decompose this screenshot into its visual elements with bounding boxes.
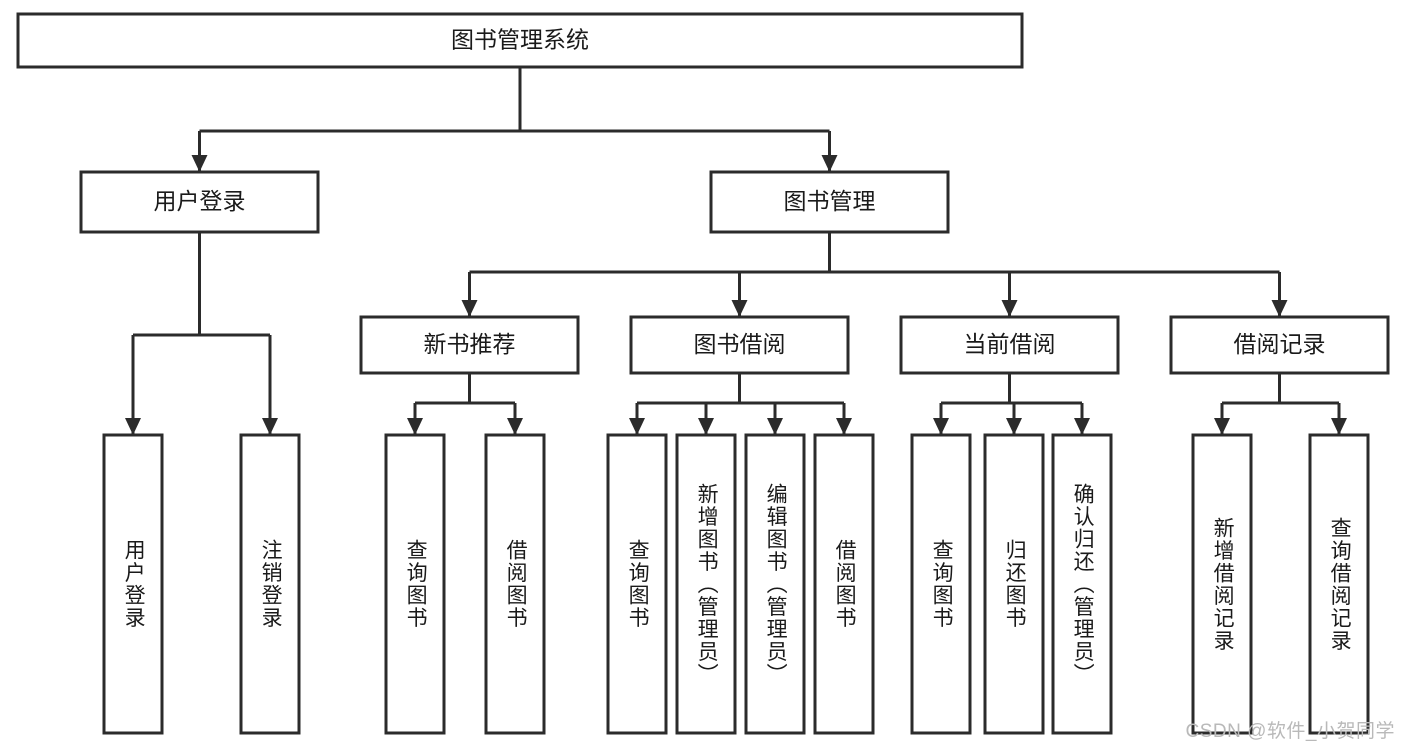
node-box-leaf-edit-book[interactable] bbox=[744, 433, 806, 735]
node-box-leaf-borrow-book-2[interactable] bbox=[813, 433, 875, 735]
arrow-head-icon bbox=[1006, 418, 1022, 435]
node-box-user-login[interactable] bbox=[79, 170, 320, 234]
arrow-head-icon bbox=[821, 155, 838, 172]
node-box-leaf-add-book[interactable] bbox=[675, 433, 737, 735]
arrow-head-icon bbox=[1331, 418, 1347, 435]
node-box-leaf-confirm-return[interactable] bbox=[1051, 433, 1113, 735]
arrow-head-icon bbox=[262, 418, 278, 435]
arrow-head-icon bbox=[836, 418, 852, 435]
arrow-head-icon bbox=[461, 300, 478, 317]
arrow-head-icon bbox=[1271, 300, 1288, 317]
node-label-book-borrow: 图书借阅 bbox=[694, 331, 786, 357]
node-box-leaf-query-record[interactable] bbox=[1308, 433, 1370, 735]
arrow-head-icon bbox=[767, 418, 783, 435]
arrow-head-icon bbox=[191, 155, 208, 172]
node-label-new-book-recommend: 新书推荐 bbox=[424, 331, 516, 357]
arrow-head-icon bbox=[507, 418, 523, 435]
arrow-head-icon bbox=[933, 418, 949, 435]
node-label-book-manage: 图书管理 bbox=[784, 188, 876, 214]
node-box-leaf-user-login[interactable] bbox=[102, 433, 164, 735]
node-box-book-manage[interactable] bbox=[709, 170, 950, 234]
arrow-head-icon bbox=[125, 418, 141, 435]
node-box-leaf-add-record[interactable] bbox=[1191, 433, 1253, 735]
node-label-current-borrow: 当前借阅 bbox=[964, 331, 1056, 357]
arrow-head-icon bbox=[731, 300, 748, 317]
node-box-root[interactable] bbox=[16, 12, 1024, 69]
arrow-head-icon bbox=[1074, 418, 1090, 435]
csdn-watermark: CSDN @软件_小贺同学 bbox=[1185, 721, 1395, 742]
node-label-user-login: 用户登录 bbox=[154, 188, 246, 214]
arrow-head-icon bbox=[698, 418, 714, 435]
connector-layer bbox=[125, 67, 1347, 435]
node-box-layer bbox=[16, 12, 1390, 735]
node-box-leaf-query-book-2[interactable] bbox=[606, 433, 668, 735]
node-box-leaf-borrow-book-1[interactable] bbox=[484, 433, 546, 735]
node-label-borrow-record: 借阅记录 bbox=[1234, 331, 1326, 357]
node-label-root: 图书管理系统 bbox=[451, 27, 589, 53]
node-box-leaf-return-book[interactable] bbox=[983, 433, 1045, 735]
node-box-leaf-query-book-1[interactable] bbox=[384, 433, 446, 735]
node-box-leaf-user-logout[interactable] bbox=[239, 433, 301, 735]
node-box-book-borrow[interactable] bbox=[629, 315, 850, 375]
arrow-head-icon bbox=[629, 418, 645, 435]
arrow-head-icon bbox=[1214, 418, 1230, 435]
arrow-head-icon bbox=[1001, 300, 1018, 317]
node-box-new-book-recommend[interactable] bbox=[359, 315, 580, 375]
node-box-leaf-query-book-3[interactable] bbox=[910, 433, 972, 735]
node-box-borrow-record[interactable] bbox=[1169, 315, 1390, 375]
node-box-current-borrow[interactable] bbox=[899, 315, 1120, 375]
arrow-head-icon bbox=[407, 418, 423, 435]
